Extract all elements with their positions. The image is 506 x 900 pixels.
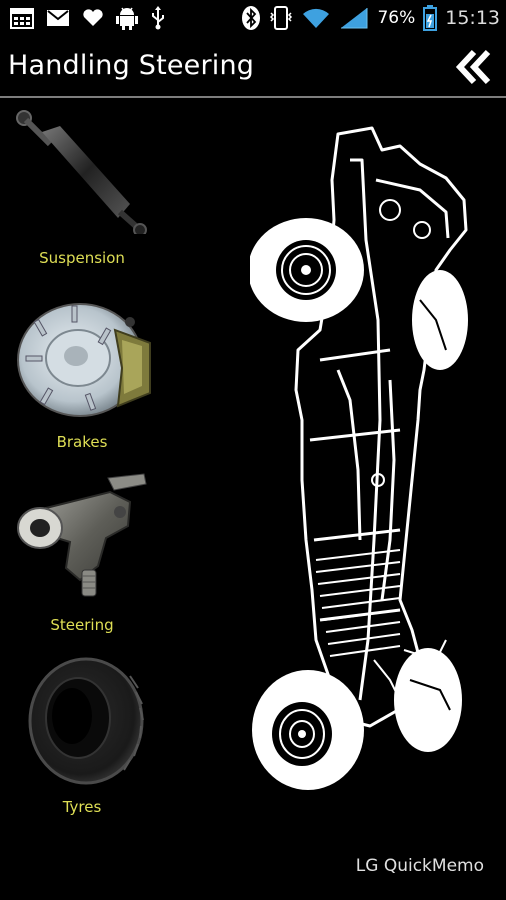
usb-icon (152, 6, 164, 30)
vibrate-icon (270, 6, 293, 30)
double-chevron-left-icon[interactable] (454, 48, 494, 86)
status-bar: 76% 15:13 (0, 0, 506, 37)
tyre-icon (28, 657, 144, 785)
menu-item-label: Brakes (56, 433, 108, 451)
clock: 15:13 (445, 7, 500, 29)
shock-absorber-icon (16, 110, 147, 234)
car-chassis-outline-icon (250, 126, 468, 790)
mail-icon (47, 10, 69, 26)
battery-icon (423, 5, 438, 31)
heart-icon (83, 9, 103, 27)
menu-item-label: Suspension (39, 249, 125, 267)
steering-box-icon (17, 473, 147, 597)
menu-item-label: Tyres (62, 798, 102, 816)
menu-item-label: Steering (50, 616, 114, 634)
android-icon (116, 7, 138, 30)
quickmemo-watermark: LG QuickMemo (355, 856, 484, 876)
calendar-icon (10, 8, 34, 29)
battery-percent: 76% (377, 8, 416, 28)
signal-icon (341, 8, 368, 29)
action-bar: Handling Steering (0, 38, 506, 98)
disc-brake-icon (17, 303, 151, 417)
page-title: Handling Steering (8, 50, 255, 81)
wifi-icon (303, 8, 330, 28)
bluetooth-icon (242, 6, 261, 30)
